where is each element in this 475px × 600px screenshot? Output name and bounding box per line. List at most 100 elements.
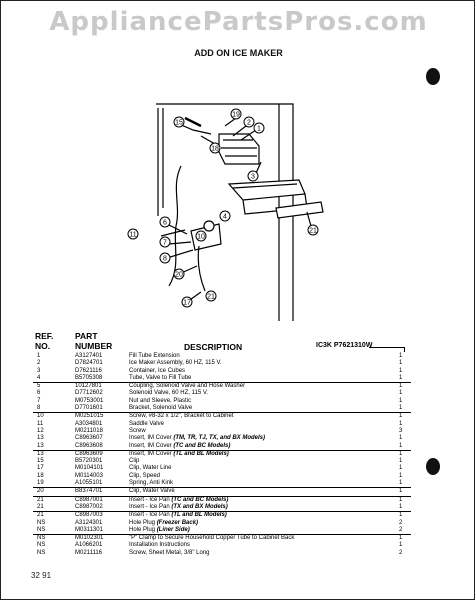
part-number: C8963609 [75, 450, 103, 457]
ref-number: 19 [37, 480, 44, 487]
watermark: AppliancePartsPros.com [49, 7, 428, 37]
part-description: Screw, #8-32 x 1/2", Bracket to Cabinet [129, 413, 234, 420]
part-description: Clip [129, 458, 139, 465]
part-quantity: 2 [399, 519, 403, 526]
part-number: D7712602 [75, 390, 103, 397]
page-footer: 32 91 [31, 571, 52, 580]
part-description-models: (TL and BL Models) [173, 450, 229, 457]
part-quantity: 1 [399, 458, 403, 465]
part-number: M0211116 [75, 549, 103, 556]
part-description: Insert, IM Cover (TL and BL Models) [129, 451, 229, 458]
part-description-models: (TC and BC Models) [173, 442, 231, 449]
callout-17: 17 [183, 300, 191, 307]
part-number: M0311301 [75, 526, 103, 533]
part-description: Insert - Ice Pan (TC and BC Models) [129, 497, 228, 504]
part-number: A3127401 [75, 353, 103, 359]
ref-number: 3 [37, 367, 41, 374]
callout-3: 3 [251, 174, 255, 181]
part-number: B5705308 [75, 374, 103, 381]
part-quantity: 1 [399, 413, 403, 420]
part-number: C8987002 [75, 503, 103, 510]
ref-number: 17 [37, 465, 44, 472]
ref-number: 13 [37, 442, 44, 449]
part-quantity: 3 [399, 427, 403, 434]
part-quantity: 1 [399, 496, 403, 503]
part-quantity: 1 [399, 512, 403, 519]
ref-number: NS [37, 542, 46, 549]
part-quantity: 2 [399, 526, 403, 533]
part-description: Hole Plug (Liner Side) [129, 527, 190, 534]
part-number: M0211018 [75, 427, 103, 434]
part-description: Fill Tube Extension [129, 353, 180, 360]
part-description-text: Insert - Ice Pan [129, 496, 172, 503]
ref-number: 10 [37, 413, 44, 420]
part-description: Screw, Sheet Metal, 3/8" Long [129, 550, 210, 557]
part-quantity: 1 [399, 374, 403, 381]
part-number: C8963608 [75, 442, 103, 449]
ref-number: 15 [37, 458, 44, 465]
part-description-text: Insert - Ice Pan [129, 512, 172, 519]
part-description-text: Solenoid Valve, 60 HZ, 115 V. [129, 390, 208, 397]
part-description: "P" Clamp to Secure Household Copper Tub… [129, 535, 294, 542]
part-quantity: 1 [399, 397, 403, 404]
part-description-text: Ice Maker Assembly, 60 HZ, 115 V. [129, 360, 222, 367]
part-description-models: (TX and BX Models) [171, 503, 228, 510]
ref-number: 21 [37, 512, 44, 519]
part-number: A1066201 [75, 542, 103, 549]
part-quantity: 1 [399, 367, 403, 374]
part-number: A1055101 [75, 480, 103, 487]
ref-number: NS [37, 526, 46, 533]
part-description-text: Insert - Ice Pan [129, 503, 172, 510]
part-description: Installation Instructions [129, 542, 190, 549]
part-description-text: Screw [129, 427, 146, 434]
model-rule-line [369, 347, 405, 348]
part-description-text: Clip, Water Valve [129, 488, 175, 495]
callout-11: 11 [129, 232, 136, 239]
model-rule-tick [404, 347, 405, 352]
part-description: Saddle Valve [129, 421, 164, 428]
part-description-models: (Freezer Back) [156, 519, 199, 526]
part-quantity: 1 [399, 465, 403, 472]
part-number: M0753001 [75, 397, 104, 404]
ref-number: NS [37, 535, 46, 542]
part-description: Clip, Water Line [129, 465, 171, 472]
part-description: Coupling, Solenoid Valve and Hose Washer [129, 383, 245, 390]
part-number: D7701601 [75, 405, 103, 412]
part-quantity: 1 [399, 383, 403, 390]
part-description-text: Clip [129, 458, 140, 465]
ref-number: 21 [37, 503, 44, 510]
part-quantity: 1 [399, 353, 403, 359]
callout-10: 10 [197, 234, 205, 241]
part-quantity: 1 [399, 535, 403, 542]
callout-19: 19 [232, 112, 240, 119]
part-description-text: Hole Plug [129, 519, 157, 526]
callout-6: 6 [163, 220, 167, 227]
part-number: C8987001 [75, 496, 103, 503]
part-description: Tube, Valve to Fill Tube [129, 375, 191, 382]
ref-number: 8 [37, 405, 41, 412]
description-column-header: DESCRIPTION [184, 342, 243, 352]
callout-20: 20 [175, 272, 183, 279]
ref-number: 6 [37, 390, 41, 397]
part-description-text: Screw, #8-32 x 1/2", Bracket to Cabinet [129, 413, 234, 420]
part-quantity: 1 [399, 420, 403, 427]
part-number: B5720301 [75, 458, 103, 465]
part-description: Spring, Anti Kink [129, 480, 173, 487]
